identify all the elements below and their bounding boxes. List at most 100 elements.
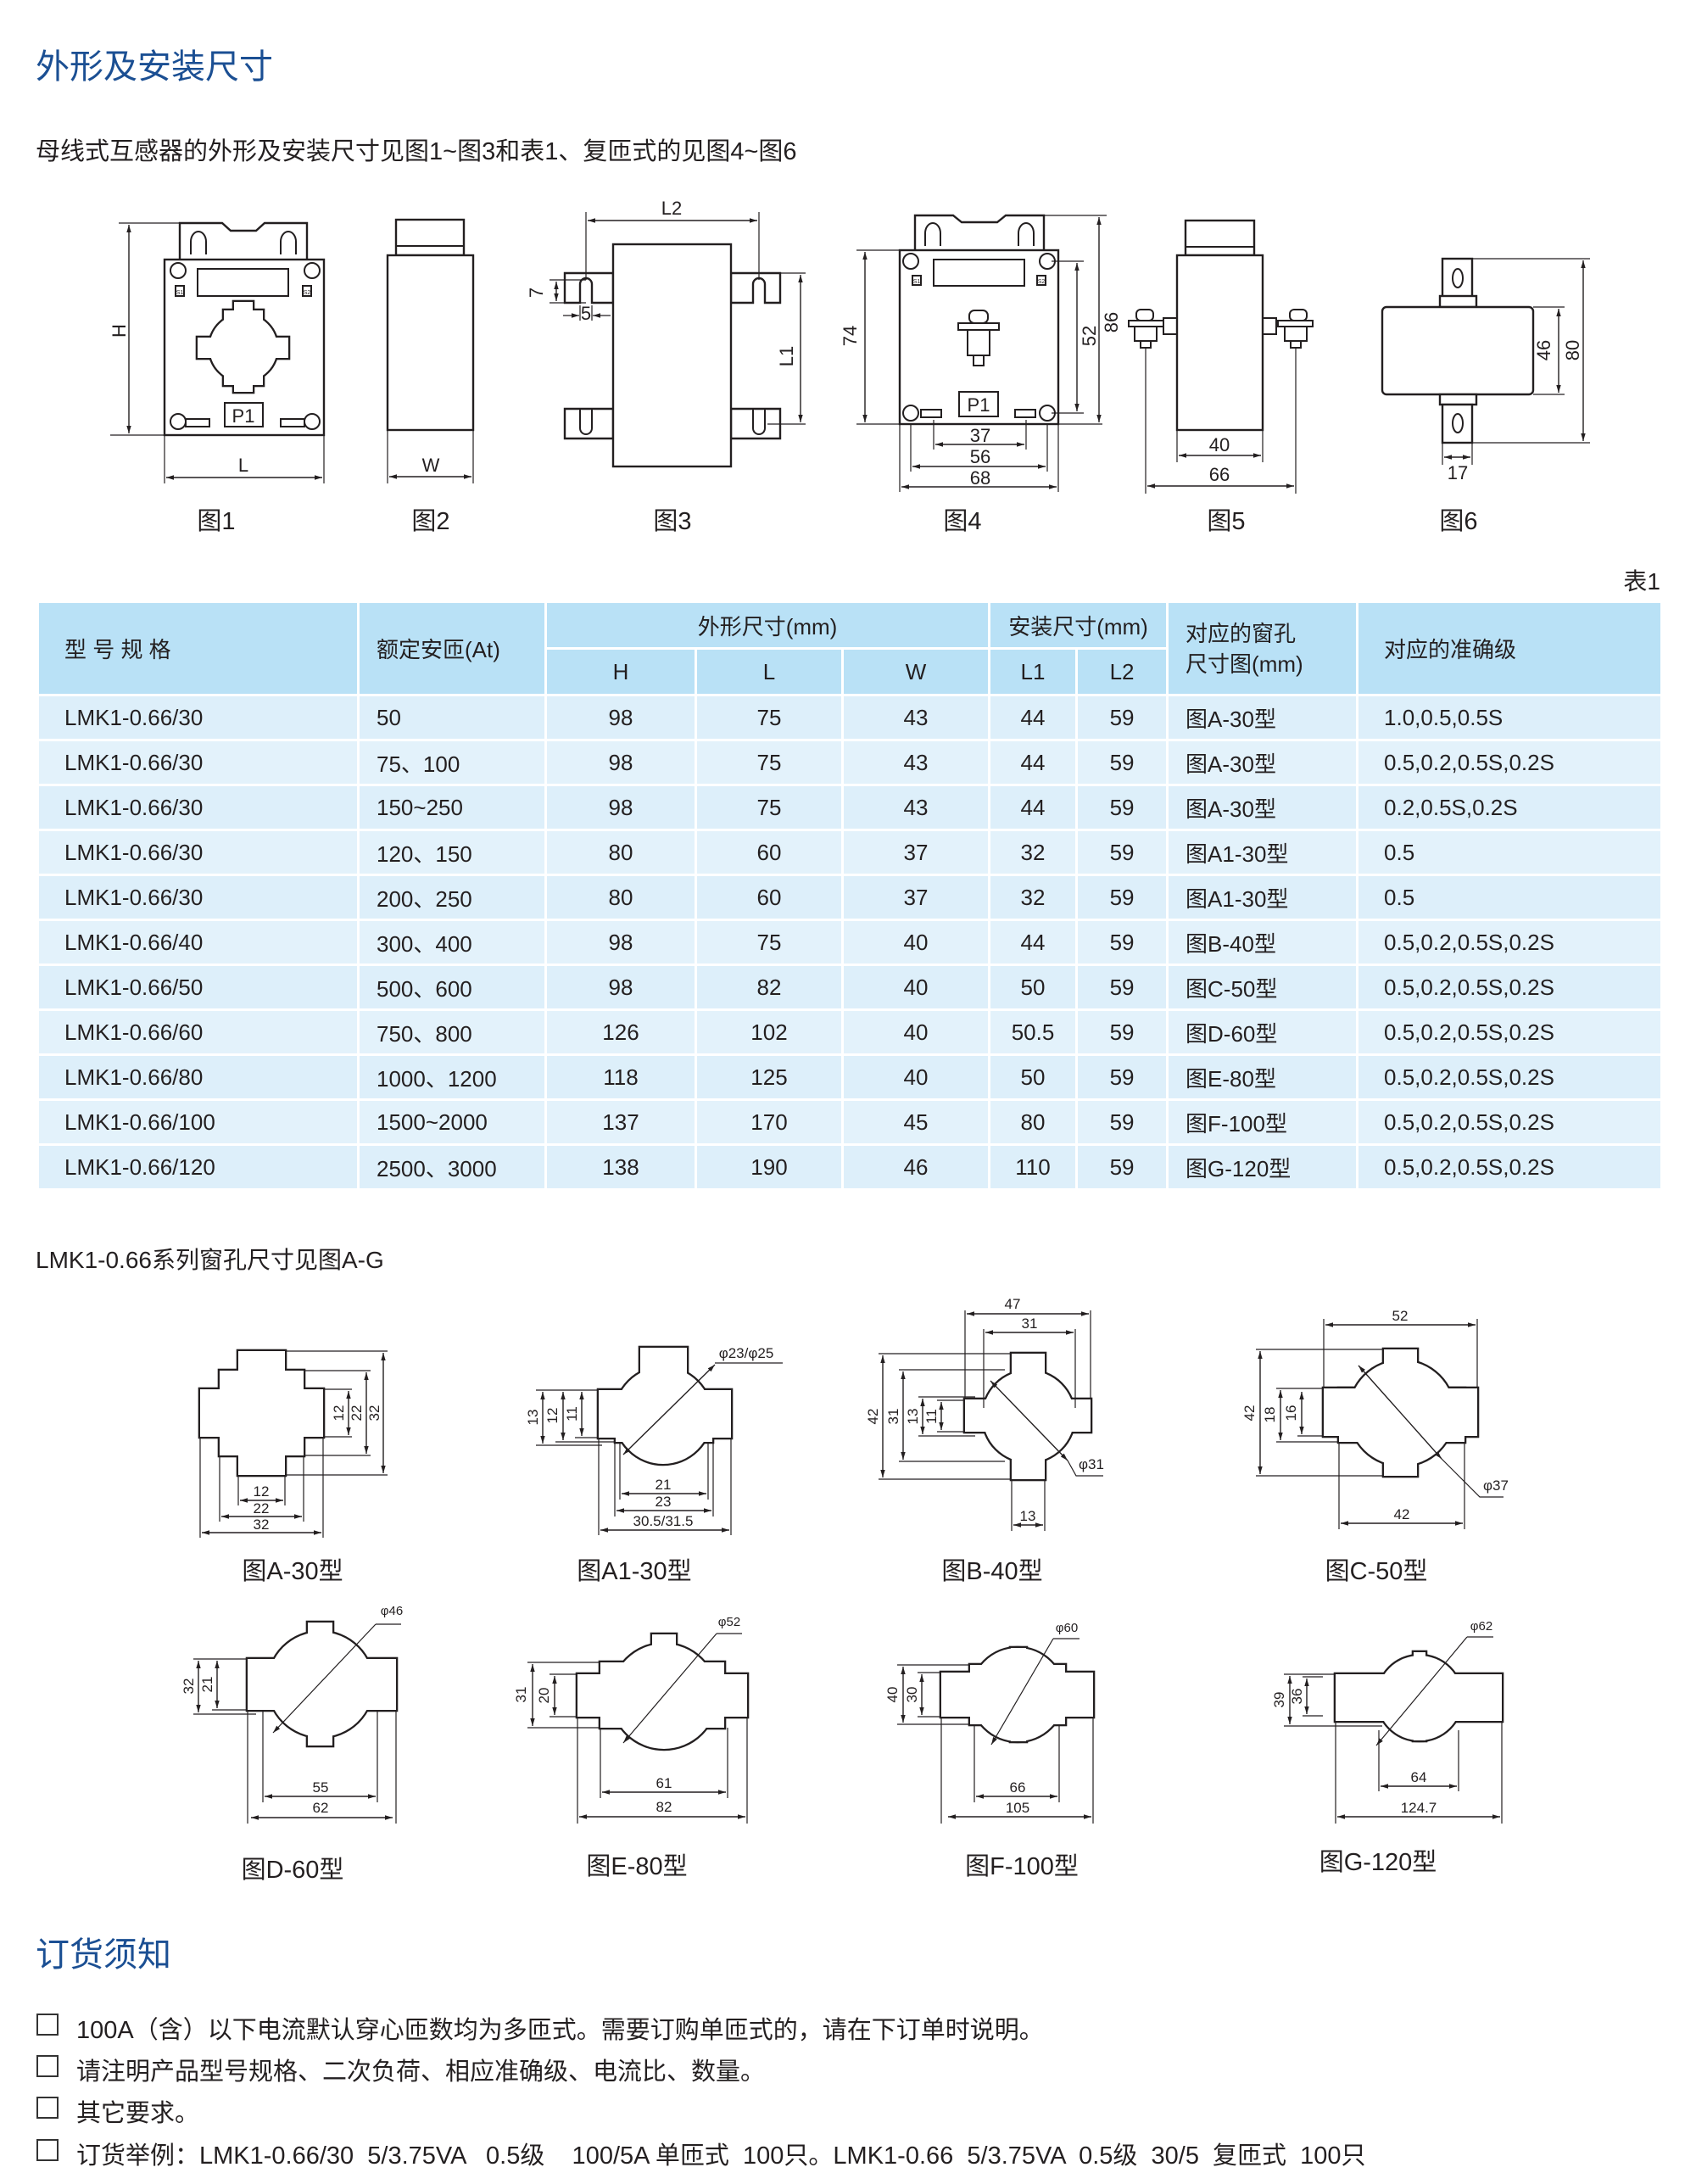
terminal-screw-icon bbox=[957, 310, 1000, 366]
dim-68-label: 68 bbox=[970, 467, 990, 489]
window-f100-caption: 图F-100型 bbox=[965, 1852, 1079, 1880]
cell-h: 98 bbox=[544, 964, 697, 1011]
diameter-label: φ31 bbox=[1079, 1456, 1104, 1472]
dim-label: 22 bbox=[349, 1405, 365, 1422]
window-d60-caption: 图D-60型 bbox=[242, 1856, 344, 1884]
cell-rated: 1000、1200 bbox=[357, 1053, 547, 1101]
cell-h: 98 bbox=[544, 739, 697, 786]
cell-rated: 150~250 bbox=[357, 784, 547, 831]
diameter-label: φ37 bbox=[1483, 1477, 1509, 1494]
dim-slot-width-label: 5 bbox=[581, 303, 591, 324]
header-rated-ampere-turns: 额定安匝(At) bbox=[357, 600, 547, 696]
header-outer-dimensions: 外形尺寸(mm) bbox=[544, 600, 991, 650]
cell-rated: 300、400 bbox=[357, 919, 547, 966]
cell-h: 138 bbox=[544, 1143, 697, 1191]
dim-66-label: 66 bbox=[1209, 464, 1230, 485]
figure-1: S1 S2 P1 H L 图1 bbox=[109, 221, 326, 535]
cell-l2: 59 bbox=[1075, 829, 1169, 876]
dim-label: 22 bbox=[254, 1500, 270, 1517]
dim-w-label: W bbox=[422, 455, 440, 476]
cell-model: LMK1-0.66/100 bbox=[36, 1098, 360, 1146]
cell-l: 60 bbox=[695, 874, 844, 921]
cell-w: 40 bbox=[840, 964, 991, 1011]
cell-l2: 59 bbox=[1075, 1008, 1169, 1056]
dim-label: 47 bbox=[1005, 1296, 1021, 1312]
window-b40-caption: 图B-40型 bbox=[941, 1557, 1042, 1585]
dim-74-label: 74 bbox=[840, 326, 861, 346]
dim-l2-label: L2 bbox=[661, 198, 682, 219]
cell-l1: 50.5 bbox=[988, 1008, 1079, 1056]
cell-accuracy: 0.5,0.2,0.5S,0.2S bbox=[1356, 1098, 1664, 1146]
figure-3-caption: 图3 bbox=[653, 508, 691, 535]
dim-label: 12 bbox=[544, 1408, 561, 1424]
window-figure-c50: 42 18 16 52 42 φ37 图C-50型 bbox=[1241, 1308, 1509, 1585]
table-caption: 表1 bbox=[1623, 568, 1660, 595]
dim-label: 31 bbox=[885, 1409, 901, 1425]
cell-l1: 44 bbox=[988, 919, 1079, 966]
dim-80-label: 80 bbox=[1562, 340, 1583, 360]
dim-label: 52 bbox=[1392, 1308, 1409, 1324]
window-figure-f100: 40 30 66 105 φ60 图F-100型 bbox=[884, 1621, 1093, 1880]
cell-l: 102 bbox=[695, 1008, 844, 1056]
cell-l: 75 bbox=[695, 739, 844, 786]
dim-label: 21 bbox=[199, 1677, 215, 1693]
cell-w: 45 bbox=[840, 1098, 991, 1146]
cell-l1: 80 bbox=[988, 1098, 1079, 1146]
dim-37-label: 37 bbox=[970, 425, 990, 446]
figure-6-caption: 图6 bbox=[1439, 508, 1477, 535]
dim-label: 30 bbox=[904, 1687, 920, 1703]
figure-2-caption: 图2 bbox=[411, 508, 449, 535]
ordering-title: 订货须知 bbox=[36, 1936, 171, 1974]
dim-label: 12 bbox=[254, 1483, 270, 1500]
header-l2: L2 bbox=[1075, 647, 1169, 696]
cell-l1: 32 bbox=[988, 829, 1079, 876]
diameter-label: φ60 bbox=[1056, 1621, 1078, 1635]
cell-l2: 59 bbox=[1075, 739, 1169, 786]
cell-l2: 59 bbox=[1075, 919, 1169, 966]
cell-h: 118 bbox=[544, 1053, 697, 1101]
cell-h: 80 bbox=[544, 829, 697, 876]
cell-l1: 50 bbox=[988, 964, 1079, 1011]
cell-model: LMK1-0.66/30 bbox=[36, 739, 360, 786]
header-h: H bbox=[544, 647, 697, 696]
window-figure-e80: 31 20 61 82 φ52 图E-80型 bbox=[513, 1615, 747, 1880]
figure-5: 40 66 图5 bbox=[1128, 219, 1314, 535]
cell-w: 43 bbox=[840, 739, 991, 786]
window-figure-g120: 39 36 64 124.7 φ62 图G-120型 bbox=[1271, 1619, 1502, 1876]
dim-label: 11 bbox=[923, 1409, 940, 1424]
window-a30-caption: 图A-30型 bbox=[242, 1557, 343, 1585]
cell-window-figure: 图A-30型 bbox=[1166, 739, 1359, 786]
cell-h: 98 bbox=[544, 694, 697, 741]
window-figure-a1-30: 13 12 11 21 23 30.5/31.5 φ23/φ25 图A1-30型 bbox=[525, 1345, 783, 1585]
header-window-figure: 对应的窗孔尺寸图(mm) bbox=[1166, 600, 1359, 696]
dim-label: 42 bbox=[1241, 1405, 1258, 1422]
window-c50-caption: 图C-50型 bbox=[1325, 1557, 1428, 1585]
checkbox-icon bbox=[36, 2055, 59, 2077]
dim-46-label: 46 bbox=[1533, 340, 1554, 360]
cell-l: 82 bbox=[695, 964, 844, 1011]
header-window-line2: 尺寸图(mm) bbox=[1186, 651, 1303, 677]
cell-l2: 59 bbox=[1075, 694, 1169, 741]
cell-l2: 59 bbox=[1075, 784, 1169, 831]
dim-label: 13 bbox=[1020, 1508, 1036, 1524]
section-title: 外形及安装尺寸 bbox=[36, 48, 273, 86]
dim-label: 32 bbox=[254, 1517, 270, 1533]
cell-l2: 59 bbox=[1075, 1143, 1169, 1191]
dim-label: 40 bbox=[884, 1687, 901, 1703]
header-accuracy: 对应的准确级 bbox=[1356, 600, 1664, 696]
cell-rated: 2500、3000 bbox=[357, 1143, 547, 1191]
cell-l: 75 bbox=[695, 784, 844, 831]
cell-w: 40 bbox=[840, 1053, 991, 1101]
cell-rated: 750、800 bbox=[357, 1008, 547, 1056]
cell-model: LMK1-0.66/30 bbox=[36, 874, 360, 921]
cell-l2: 59 bbox=[1075, 1098, 1169, 1146]
cell-h: 80 bbox=[544, 874, 697, 921]
